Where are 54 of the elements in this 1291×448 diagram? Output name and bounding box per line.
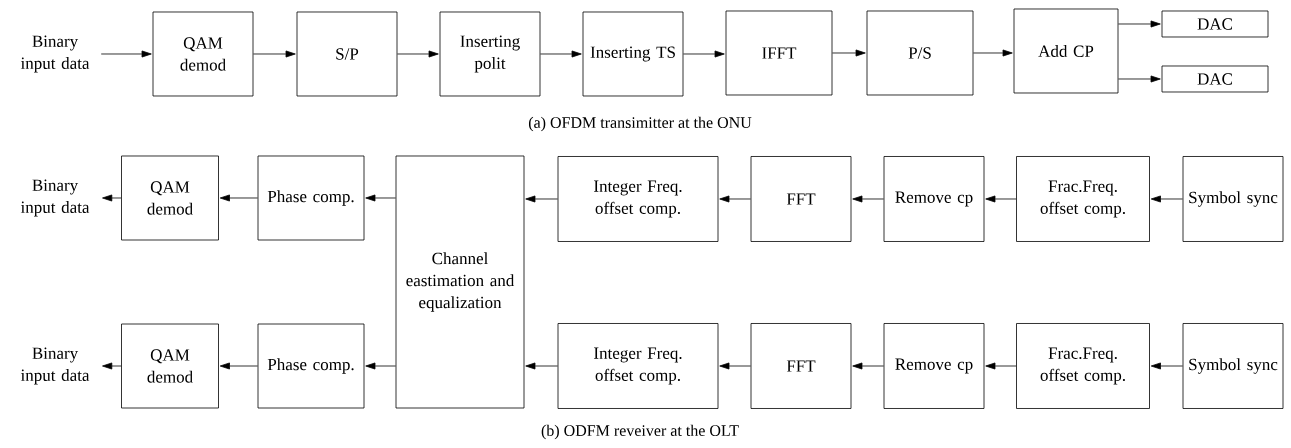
process-box: Frac.Freq. offset comp. [1016, 156, 1150, 242]
arrow [719, 362, 751, 370]
process-box: Inserting polit [439, 11, 541, 97]
arrow [525, 195, 558, 203]
arrow [1118, 20, 1161, 28]
arrow [1118, 75, 1161, 83]
process-box: Phase comp. [257, 155, 365, 241]
arrow [100, 50, 152, 58]
input-output-label: Binary input data [20, 35, 90, 73]
figure-caption: (b) ODFM reveiver at the OLT [541, 424, 739, 440]
process-box: Channel eastimation and equalization [395, 155, 525, 409]
input-output-label: Binary input data [20, 179, 90, 217]
arrow [525, 362, 558, 370]
process-box: Add CP [1013, 8, 1119, 94]
process-box: P/S [866, 10, 974, 96]
process-box: IFFT [725, 10, 833, 96]
process-box: Remove cp [883, 156, 985, 242]
arrow [852, 195, 884, 203]
process-box: FFT [750, 156, 852, 242]
process-box: QAM demod [121, 155, 219, 241]
arrow [1150, 195, 1183, 203]
process-box: Integer Freq. offset comp. [557, 156, 719, 242]
arrow [219, 362, 258, 370]
process-box: Inserting TS [582, 11, 684, 97]
process-box: QAM demod [152, 11, 254, 97]
process-box: Symbol sync [1182, 323, 1284, 409]
process-box: Phase comp. [257, 323, 365, 409]
arrow [719, 195, 751, 203]
process-box: FFT [750, 323, 852, 409]
arrow [985, 195, 1017, 203]
process-box: Integer Freq. offset comp. [557, 323, 719, 409]
arrow [365, 194, 396, 202]
arrow [973, 49, 1013, 57]
process-box: DAC [1161, 10, 1269, 38]
arrow [540, 50, 582, 58]
arrow [852, 362, 884, 370]
figure-caption: (a) OFDM transimitter at the ONU [528, 116, 752, 132]
arrow [683, 50, 725, 58]
arrow [102, 362, 122, 370]
input-output-label: Binary input data [20, 347, 90, 385]
arrow [832, 49, 866, 57]
process-box: QAM demod [121, 323, 219, 409]
process-box: Remove cp [883, 323, 985, 409]
process-box: Symbol sync [1182, 156, 1284, 242]
arrow [985, 362, 1017, 370]
arrow [397, 50, 439, 58]
arrow [365, 362, 396, 370]
process-box: S/P [296, 11, 398, 97]
process-box: DAC [1161, 65, 1269, 93]
arrow [1150, 362, 1183, 370]
arrow [253, 50, 296, 58]
arrow [219, 194, 258, 202]
arrow [102, 194, 122, 202]
process-box: Frac.Freq. offset comp. [1016, 323, 1150, 409]
